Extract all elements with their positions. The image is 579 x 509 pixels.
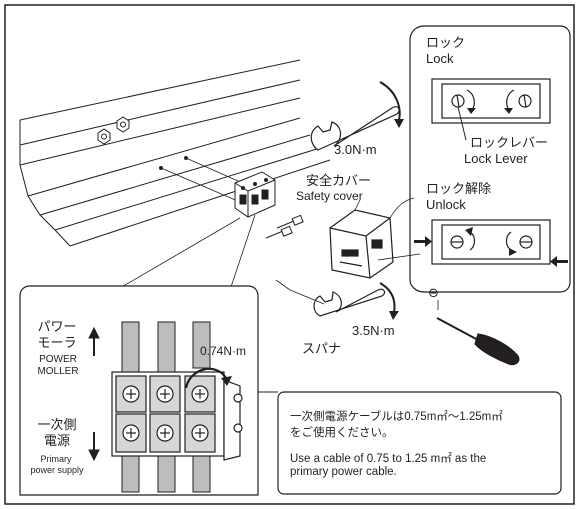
lock-label-en: Lock <box>426 51 454 66</box>
safety-cover <box>329 209 394 279</box>
lock-device <box>431 78 551 124</box>
lock-lever-label-ja: ロックレバー <box>470 135 549 150</box>
unlock-label-en: Unlock <box>426 197 466 212</box>
lock-lever-label-en: Lock Lever <box>464 151 528 166</box>
torque-top-label: 3.0N·m <box>334 142 377 157</box>
connector-block <box>234 171 276 218</box>
note-ja-line-2: をご使用ください。 <box>290 427 394 439</box>
spanner <box>313 288 386 317</box>
power-label-en-2: MOLLER <box>37 366 79 377</box>
direction-arrows <box>88 326 100 462</box>
torque-terminal-label: 0.74N·m <box>200 344 247 358</box>
cable-note: 一次側電源ケーブルは0.75m㎡〜1.25m㎡ をご使用ください。 Use a … <box>278 392 561 494</box>
screwdriver <box>436 317 520 366</box>
primary-label-en-2: power supply <box>30 465 84 475</box>
outer-frame <box>4 4 575 505</box>
rail-bolts <box>97 116 188 170</box>
unlock-device <box>431 219 551 265</box>
push-arrows <box>414 236 568 267</box>
note-en-line-1: Use a cable of 0.75 to 1.25 m㎡ as the <box>290 453 487 465</box>
terminal-screws <box>122 385 243 442</box>
power-label-en-1: POWER <box>39 354 77 365</box>
rotate-arrow-bottom <box>379 282 396 313</box>
screws <box>265 214 304 239</box>
note-box-frame <box>277 391 562 495</box>
terminal-rotate-arrow <box>184 367 227 389</box>
primary-label-ja-2: 電源 <box>43 433 70 448</box>
screwdriver-symbol: ⊖ <box>428 285 439 300</box>
safety-cover-label-en: Safety cover <box>296 189 363 203</box>
unlock-label-ja: ロック解除 <box>426 181 492 196</box>
torque-bottom-label: 3.5N·m <box>352 323 395 338</box>
power-label-ja-1: パワー <box>37 319 77 334</box>
lock-label-ja: ロック <box>426 35 466 50</box>
power-label-ja-2: モーラ <box>37 335 77 350</box>
rotate-arrow-top <box>379 81 401 121</box>
terminal-block <box>111 371 241 461</box>
primary-label-en-1: Primary <box>40 454 72 464</box>
spanner-label-ja: スパナ <box>302 341 342 356</box>
conveyor-rail <box>19 59 331 247</box>
safety-cover-label-ja: 安全カバー <box>306 173 372 188</box>
note-ja-line-1: 一次側電源ケーブルは0.75m㎡〜1.25m㎡ <box>290 411 503 423</box>
primary-label-ja-1: 一次側 <box>37 417 77 432</box>
note-en-line-2: primary power cable. <box>290 466 397 478</box>
